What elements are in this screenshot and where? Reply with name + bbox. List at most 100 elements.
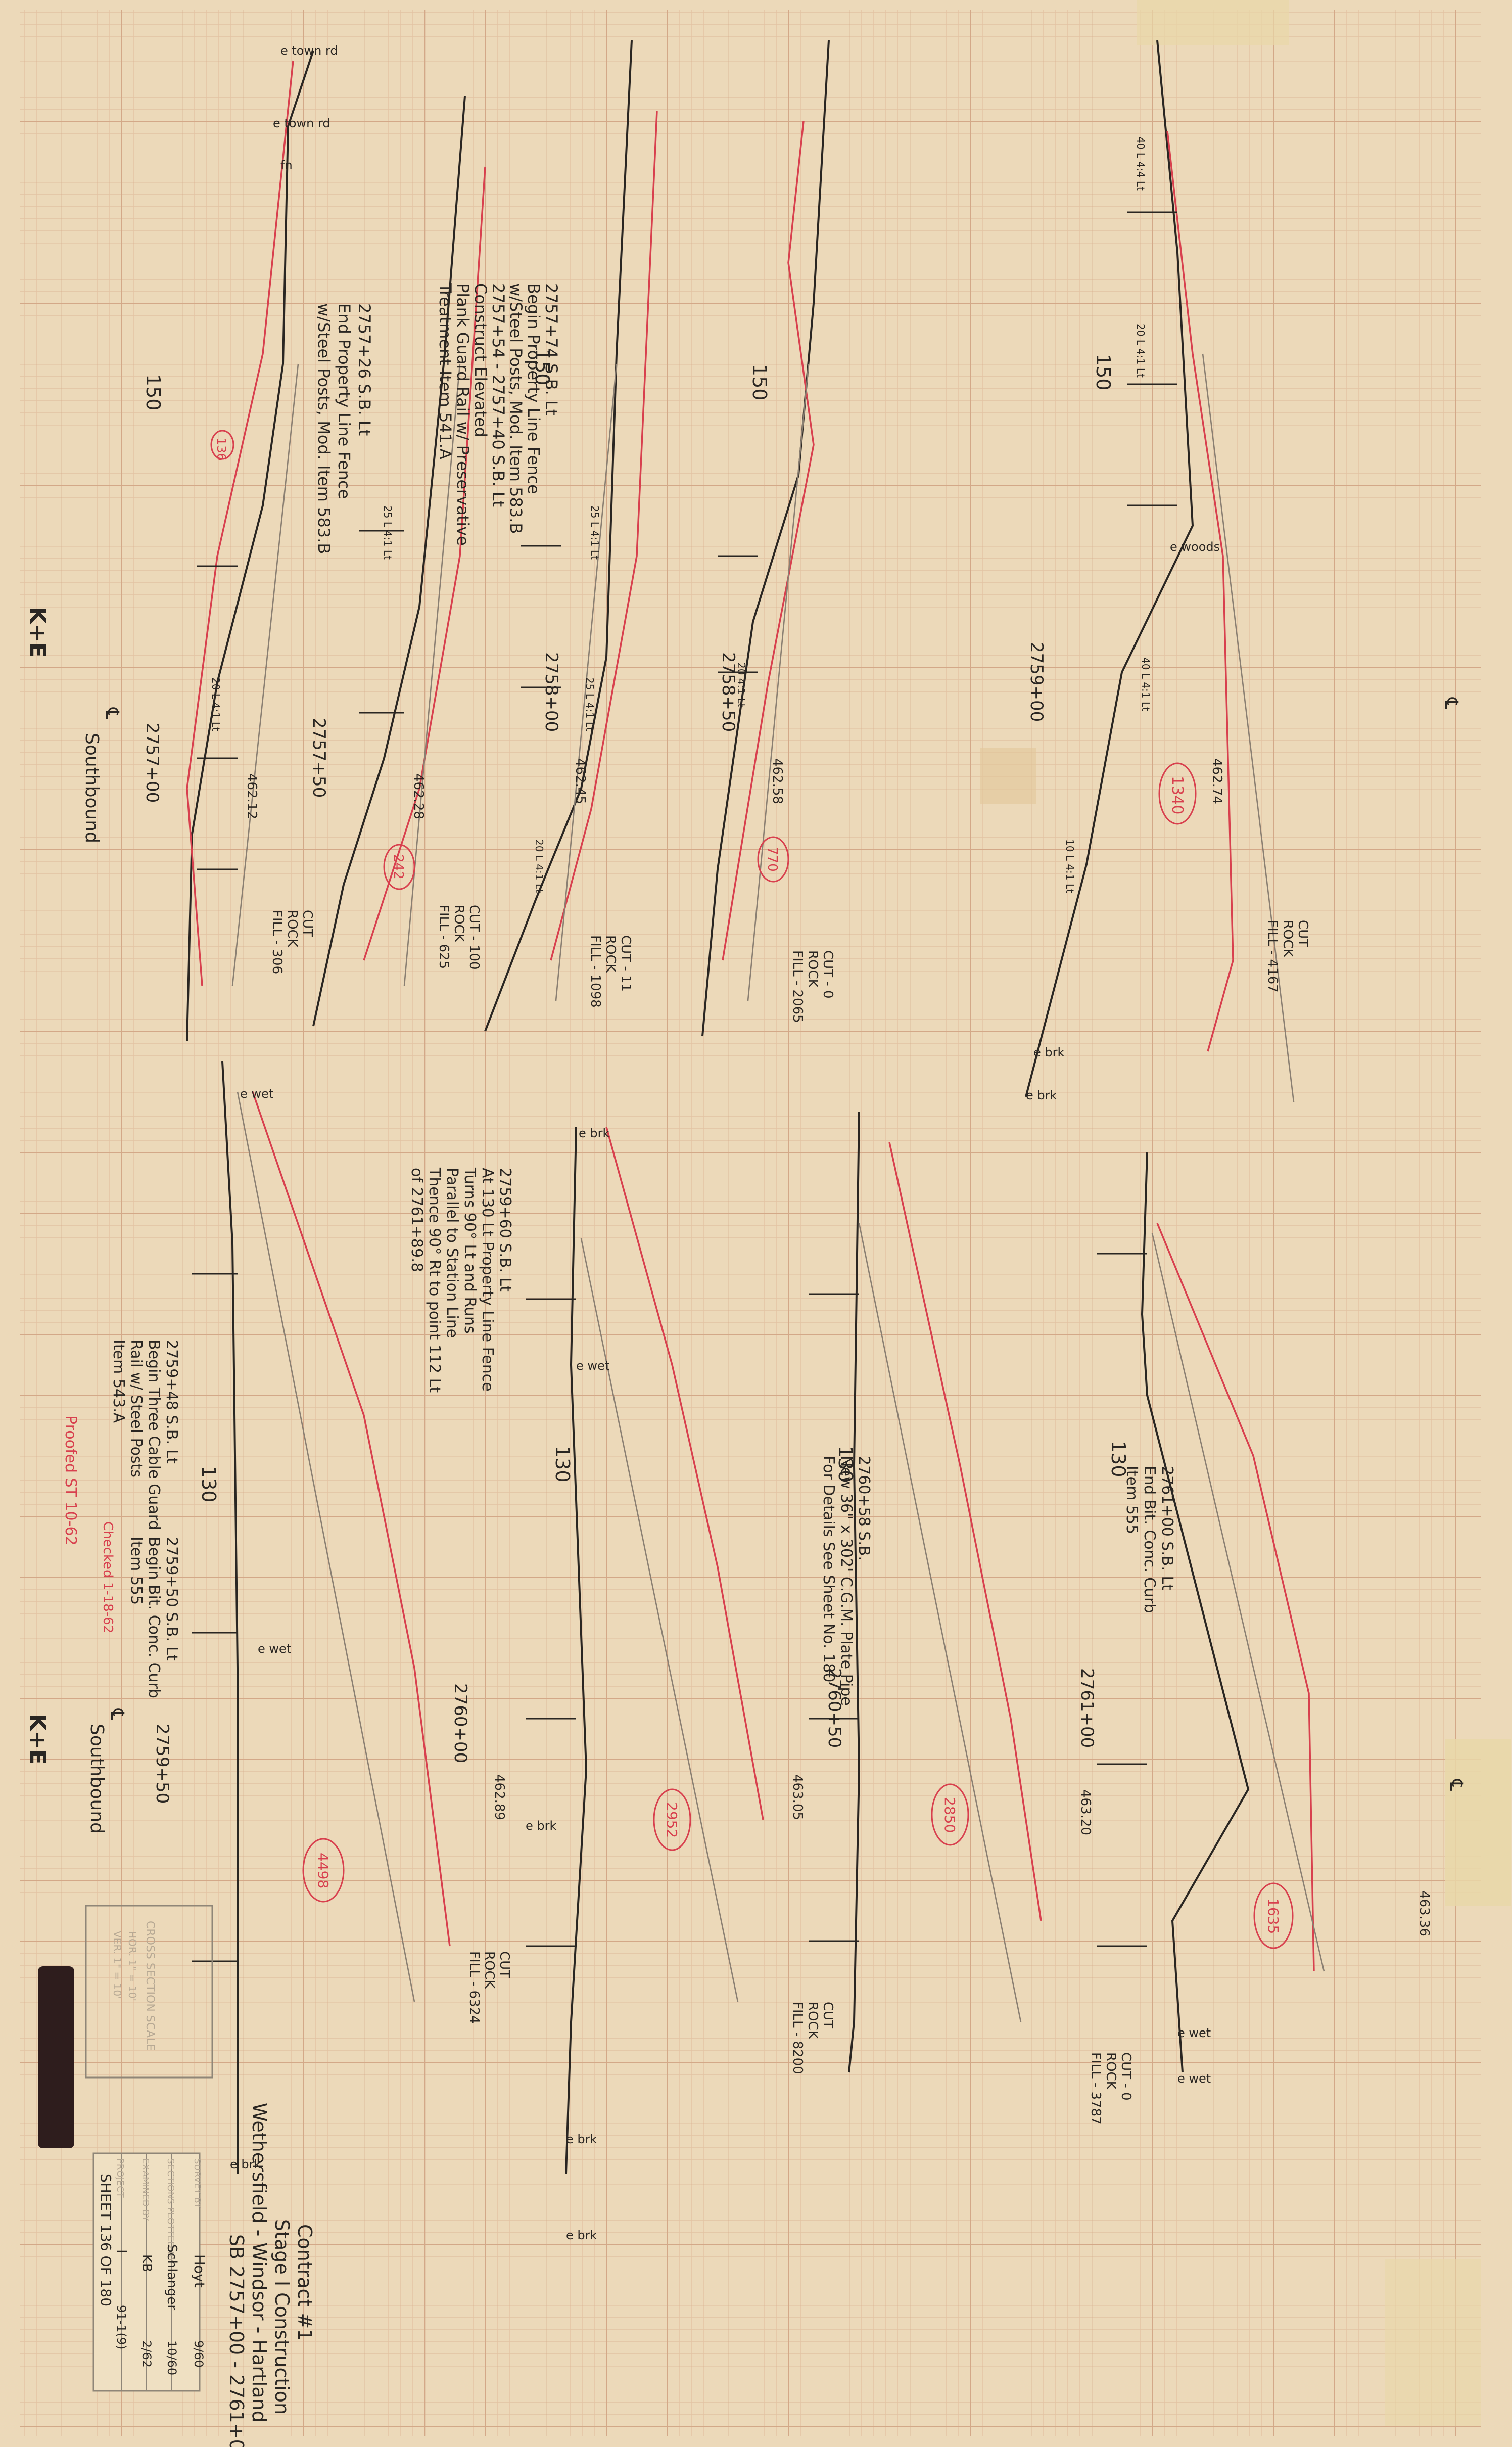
field-label: e town rd bbox=[280, 43, 338, 58]
cut-quantity: CUT bbox=[1295, 920, 1310, 947]
offset-annotation: 25 L 4:1 Lt bbox=[584, 677, 596, 731]
field-label: e brk bbox=[566, 2228, 597, 2242]
centerline-symbol: ℄ bbox=[107, 1708, 127, 1720]
rock-quantity: ROCK bbox=[451, 905, 466, 943]
field-label: e brk bbox=[1026, 1088, 1057, 1102]
field-label: e wet bbox=[576, 1359, 609, 1373]
offset-annotation: 20 L 4:1 Lt bbox=[533, 839, 545, 893]
station-label: 2760+00 bbox=[450, 1683, 470, 1763]
cut-quantity: CUT - 0 bbox=[820, 950, 835, 999]
red-total: 2850 bbox=[941, 1797, 958, 1833]
field-label: e town rd bbox=[273, 116, 330, 130]
tape-strip bbox=[1137, 0, 1289, 45]
svg-text:2757+54 - 2757+40 S.B. Lt: 2757+54 - 2757+40 S.B. Lt bbox=[489, 283, 508, 507]
station-label: 2760+50 bbox=[824, 1668, 844, 1748]
offset-annotation: 20 L 4:1 Lt bbox=[1135, 324, 1147, 378]
station-label: 2758+50 bbox=[718, 652, 738, 732]
elevation-label: 462.58 bbox=[770, 758, 785, 804]
direction-label: Southbound bbox=[86, 1724, 107, 1834]
elevation-label: 462.28 bbox=[411, 773, 426, 819]
svg-text:2759+60 S.B. Lt: 2759+60 S.B. Lt bbox=[496, 1168, 514, 1292]
svg-text:of 2761+89.8: of 2761+89.8 bbox=[408, 1168, 426, 1272]
station-label: 2759+50 bbox=[152, 1724, 172, 1804]
title-block-value: Schlanger bbox=[164, 2244, 179, 2310]
title-block-date: 91-1(9) bbox=[114, 2305, 128, 2349]
offset-annotation: 25 L 4:1 Lt bbox=[382, 505, 394, 560]
field-label: e brk bbox=[566, 2132, 597, 2146]
field-label: e wet bbox=[1177, 2071, 1211, 2086]
svg-text:2759+48 S.B. Lt: 2759+48 S.B. Lt bbox=[163, 1340, 180, 1464]
sheet-number: SHEET 136 OF 180 bbox=[98, 2174, 114, 2306]
scale-number: 130 bbox=[1107, 1441, 1129, 1478]
red-total: 1635 bbox=[1265, 1898, 1282, 1934]
cut-quantity: CUT bbox=[820, 2002, 835, 2028]
profile-lines-left bbox=[221, 1061, 1250, 2174]
direction-label: Southbound bbox=[81, 733, 102, 843]
svg-text:Item 555: Item 555 bbox=[127, 1537, 145, 1605]
field-label: e brk bbox=[1033, 1045, 1064, 1059]
profile-lines-right-red bbox=[186, 60, 1234, 1052]
checked-note: Checked 1-18-62 bbox=[100, 1521, 115, 1633]
svg-text:Plank Guard Rail w/ Preservati: Plank Guard Rail w/ Preservative bbox=[453, 283, 472, 546]
red-total-circle bbox=[210, 430, 1197, 890]
station-label: 2761+00 bbox=[1077, 1668, 1097, 1748]
svg-text:For Details See Sheet No. 180: For Details See Sheet No. 180 bbox=[820, 1456, 837, 1682]
station-label: 2759+00 bbox=[1026, 642, 1047, 722]
field-label: e wet bbox=[240, 1087, 273, 1101]
grade-lines-left bbox=[237, 1091, 1325, 2022]
svg-text:Begin Property Line Fence: Begin Property Line Fence bbox=[524, 283, 543, 494]
field-label: fn bbox=[280, 158, 293, 172]
profile-lines-left-red bbox=[252, 1091, 1315, 1972]
cut-quantity: CUT - 0 bbox=[1118, 2052, 1133, 2101]
centerline-symbol: ℄ bbox=[1441, 697, 1461, 709]
svg-text:Begin Three Cable Guard: Begin Three Cable Guard bbox=[145, 1340, 163, 1530]
grade-lines-right bbox=[231, 353, 1295, 1102]
scale-number: 150 bbox=[142, 374, 164, 411]
project-title: Contract #1 Stage I Construction Wethers… bbox=[225, 2103, 316, 2447]
elevation-label: 462.74 bbox=[1209, 758, 1224, 804]
offset-ticks-left bbox=[192, 1253, 1147, 1962]
rock-quantity: ROCK bbox=[805, 2002, 820, 2040]
centerline-symbol: ℄ bbox=[1446, 1779, 1467, 1791]
svg-text:At 130 Lt Property Line Fence: At 130 Lt Property Line Fence bbox=[479, 1168, 496, 1392]
title-block-label: SECTIONS PLOTTED BY bbox=[165, 2158, 176, 2263]
scale-number: 150 bbox=[1092, 354, 1114, 391]
rock-quantity: ROCK bbox=[1103, 2052, 1118, 2090]
cut-quantity: CUT - 100 bbox=[466, 905, 482, 970]
field-label: e wet bbox=[258, 1642, 291, 1656]
red-total: 770 bbox=[765, 847, 780, 872]
offset-annotation: 10 L 4:1 Lt bbox=[1064, 839, 1076, 893]
fill-quantity: FILL - 2065 bbox=[790, 950, 805, 1023]
station-label: 2757+00 bbox=[142, 723, 162, 803]
svg-text:Thence 90° Rt to point 112 Lt: Thence 90° Rt to point 112 Lt bbox=[426, 1167, 443, 1393]
red-total: 4498 bbox=[315, 1853, 332, 1888]
svg-text:Item 555: Item 555 bbox=[1123, 1466, 1141, 1534]
scale-number: 130 bbox=[198, 1466, 220, 1503]
rock-quantity: ROCK bbox=[805, 950, 820, 988]
cut-quantity: CUT - 11 bbox=[618, 935, 633, 992]
field-label: e brk bbox=[526, 1819, 556, 1833]
proofed-note: Proofed ST 10-62 bbox=[62, 1415, 79, 1546]
svg-text:Stage I Construction: Stage I Construction bbox=[271, 2219, 293, 2415]
fill-quantity: FILL - 8200 bbox=[790, 2002, 805, 2074]
note-end-curb: 2761+00 S.B. Lt End Bit. Conc. Curb Item… bbox=[1123, 1466, 1176, 1613]
title-block-date: 9/60 bbox=[192, 2340, 206, 2368]
profile-lines-right bbox=[186, 40, 1194, 1097]
title-block-label: EXAMINED BY bbox=[140, 2158, 151, 2222]
svg-text:2757+74 S.B. Lt: 2757+74 S.B. Lt bbox=[542, 283, 561, 415]
station-label: 2757+50 bbox=[309, 718, 329, 798]
tape-strip bbox=[980, 748, 1036, 804]
note-begin-fence: 2757+74 S.B. Lt Begin Property Line Fenc… bbox=[436, 283, 561, 546]
scale-number: 150 bbox=[531, 349, 553, 386]
svg-text:New 36" x 302' C.G.M. Plate Pi: New 36" x 302' C.G.M. Plate Pipe bbox=[837, 1456, 855, 1706]
rock-quantity: ROCK bbox=[285, 910, 300, 948]
svg-text:w/Steel Posts, Mod. Item 583.B: w/Steel Posts, Mod. Item 583.B bbox=[314, 303, 334, 554]
svg-text:End Property Line Fence: End Property Line Fence bbox=[335, 303, 354, 499]
svg-text:2757+26 S.B. Lt: 2757+26 S.B. Lt bbox=[355, 303, 374, 436]
fill-quantity: FILL - 4167 bbox=[1265, 920, 1280, 993]
elevation-label: 463.05 bbox=[790, 1774, 805, 1820]
tape-strip bbox=[1385, 2259, 1481, 2426]
title-block-date: 10/60 bbox=[165, 2340, 179, 2375]
elevation-label: 462.12 bbox=[244, 773, 259, 819]
